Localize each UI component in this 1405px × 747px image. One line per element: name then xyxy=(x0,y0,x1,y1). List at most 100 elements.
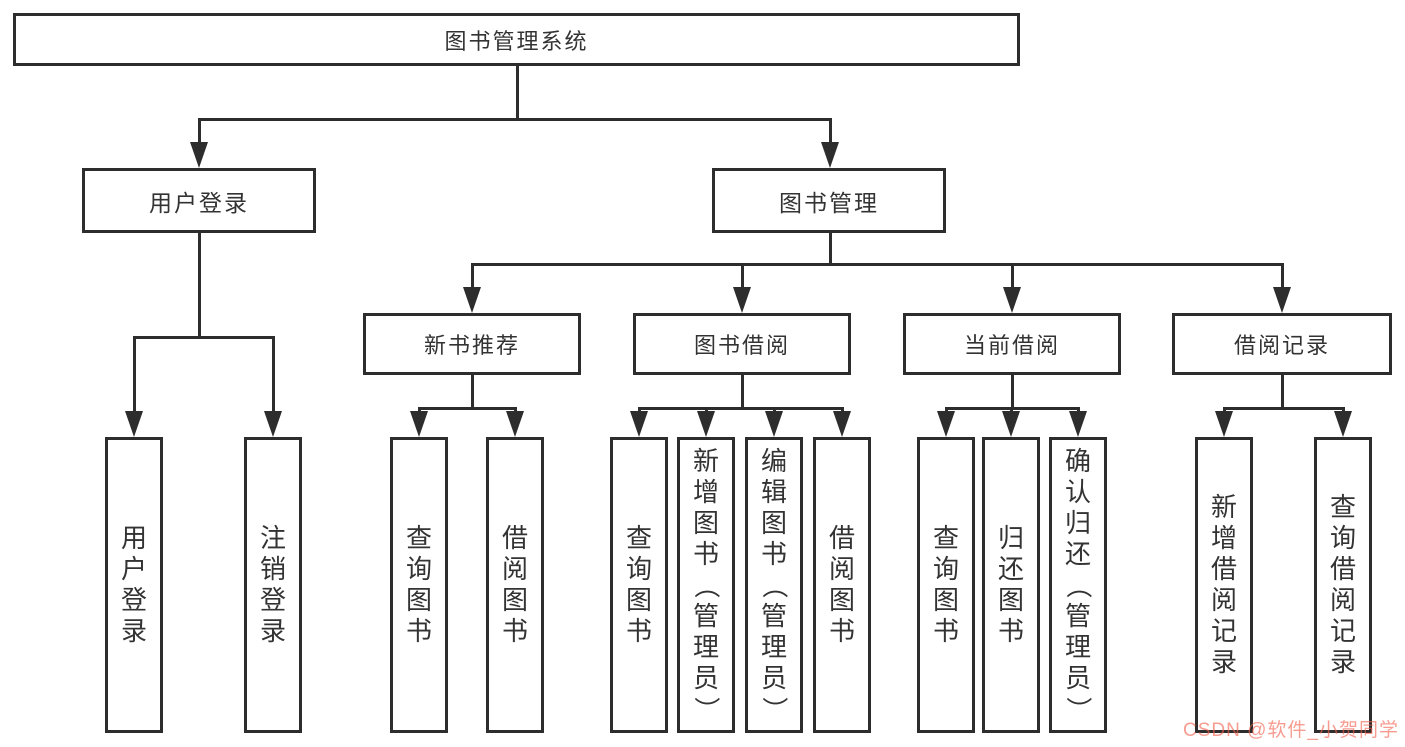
vertical-char: 阅 xyxy=(1210,585,1237,615)
vertical-char: 理 xyxy=(1064,631,1091,662)
node-library-management-system: 图书管理系统 xyxy=(13,13,1020,66)
vertical-char: 管 xyxy=(1064,600,1091,631)
arrowhead-down-icon xyxy=(506,411,524,437)
arrowhead-down-icon xyxy=(733,287,751,313)
leaf-query-borrow-record: 查询借阅记录 xyxy=(1314,437,1372,733)
vertical-char: 销 xyxy=(259,554,286,584)
connector-line xyxy=(132,336,136,414)
vertical-char: 管 xyxy=(760,600,787,631)
connector-line xyxy=(417,407,517,410)
vertical-char: 借 xyxy=(1329,554,1356,584)
vertical-char: 询 xyxy=(405,554,432,584)
vertical-char: 图 xyxy=(501,585,528,615)
vertical-char: 登 xyxy=(259,585,286,615)
connector-line xyxy=(271,336,275,414)
vertical-char: 新 xyxy=(1210,492,1237,522)
vertical-char: 还 xyxy=(997,554,1024,584)
vertical-char: 借 xyxy=(1210,554,1237,584)
connector-line xyxy=(515,66,519,121)
leaf-confirm-return-admin: 确认归还（管理员） xyxy=(1049,437,1107,733)
vertical-char: 录 xyxy=(259,616,286,646)
connector-line xyxy=(1341,407,1345,414)
node-current-borrowing: 当前借阅 xyxy=(903,313,1121,375)
arrowhead-down-icon xyxy=(697,411,715,437)
vertical-char: 书 xyxy=(932,616,959,646)
connector-line xyxy=(1222,407,1226,414)
leaf-add-borrow-record: 新增借阅记录 xyxy=(1195,437,1253,733)
vertical-char: 员 xyxy=(692,662,719,693)
vertical-char: 归 xyxy=(997,523,1024,553)
vertical-char: 辑 xyxy=(760,476,787,507)
arrowhead-down-icon xyxy=(937,411,955,437)
csdn-watermark: CSDN @软件_小贺同学 xyxy=(1183,720,1399,741)
connector-line xyxy=(417,407,421,414)
connector-line xyxy=(197,118,832,121)
vertical-char: 归 xyxy=(1064,507,1091,538)
connector-line xyxy=(1009,407,1013,414)
connector-line xyxy=(132,336,275,339)
vertical-char: 询 xyxy=(1329,523,1356,553)
vertical-char: ） xyxy=(759,695,790,722)
leaf-borrow-books-recommend: 借阅图书 xyxy=(486,437,544,733)
vertical-char: ） xyxy=(1063,695,1094,722)
vertical-char: 记 xyxy=(1210,616,1237,646)
leaf-query-books-recommend: 查询图书 xyxy=(390,437,448,733)
vertical-char: 注 xyxy=(259,523,286,553)
connector-line xyxy=(1280,263,1284,290)
connector-line xyxy=(828,118,832,146)
vertical-char: 记 xyxy=(1329,616,1356,646)
vertical-char: 查 xyxy=(405,523,432,553)
node-user-login: 用户登录 xyxy=(82,168,316,233)
arrowhead-down-icon xyxy=(264,411,282,437)
vertical-char: 员 xyxy=(760,662,787,693)
connector-line xyxy=(1010,263,1014,290)
vertical-char: （ xyxy=(691,571,722,598)
vertical-char: 编 xyxy=(760,445,787,476)
connector-line xyxy=(1280,375,1284,410)
vertical-char: 阅 xyxy=(501,554,528,584)
vertical-char: 录 xyxy=(1329,647,1356,677)
vertical-char: 确 xyxy=(1064,445,1091,476)
connector-line xyxy=(1010,375,1014,410)
vertical-char: 查 xyxy=(932,523,959,553)
vertical-char: 阅 xyxy=(828,554,855,584)
vertical-char: 图 xyxy=(405,585,432,615)
leaf-add-books-admin: 新增图书（管理员） xyxy=(677,437,735,733)
vertical-char: 登 xyxy=(120,585,147,615)
leaf-query-books-borrowing: 查询图书 xyxy=(610,437,668,733)
arrowhead-down-icon xyxy=(1003,287,1021,313)
vertical-char: （ xyxy=(1063,571,1094,598)
arrowhead-down-icon xyxy=(1002,411,1020,437)
arrowhead-down-icon xyxy=(833,411,851,437)
leaf-return-books: 归还图书 xyxy=(982,437,1040,733)
connector-line xyxy=(470,375,474,410)
vertical-char: 还 xyxy=(1064,538,1091,569)
node-new-book-recommendation: 新书推荐 xyxy=(363,313,581,375)
vertical-char: 增 xyxy=(692,476,719,507)
vertical-char: 书 xyxy=(625,616,652,646)
vertical-char: 用 xyxy=(120,523,147,553)
vertical-char: 员 xyxy=(1064,662,1091,693)
vertical-char: ） xyxy=(691,695,722,722)
connector-line xyxy=(740,375,744,410)
arrowhead-down-icon xyxy=(1215,411,1233,437)
leaf-borrow-books: 借阅图书 xyxy=(813,437,871,733)
vertical-char: 阅 xyxy=(1329,585,1356,615)
vertical-char: 录 xyxy=(120,616,147,646)
connector-line xyxy=(637,407,641,414)
connector-line xyxy=(828,233,832,266)
vertical-char: 管 xyxy=(692,600,719,631)
arrowhead-down-icon xyxy=(463,287,481,313)
vertical-char: 书 xyxy=(997,616,1024,646)
node-book-management: 图书管理 xyxy=(712,168,946,233)
vertical-char: 询 xyxy=(932,554,959,584)
vertical-char: 图 xyxy=(828,585,855,615)
connector-line xyxy=(1076,407,1080,414)
connector-line xyxy=(470,263,1284,266)
vertical-char: 询 xyxy=(625,554,652,584)
connector-line xyxy=(197,118,201,146)
vertical-char: 书 xyxy=(760,538,787,569)
leaf-user-login: 用户登录 xyxy=(105,437,163,733)
arrowhead-down-icon xyxy=(125,411,143,437)
